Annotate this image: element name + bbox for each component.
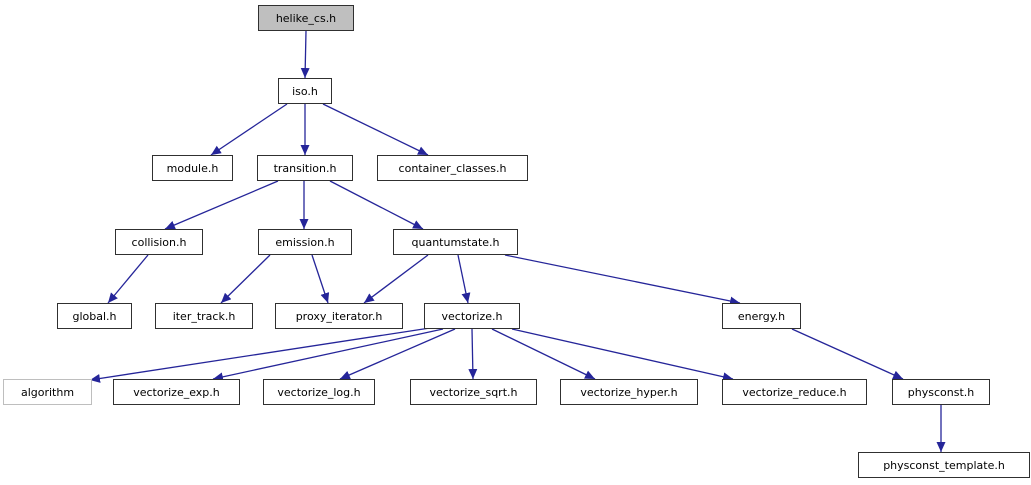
edges	[89, 30, 946, 452]
node-energy[interactable]: energy.h	[722, 303, 801, 329]
edge-quantumstate-vectorize	[457, 254, 471, 304]
edge-energy-physconst	[791, 328, 904, 380]
edge-vectorize-vectorize_log	[339, 328, 456, 380]
edge-transition-quantumstate	[329, 180, 424, 230]
edge-collision-global	[107, 254, 149, 304]
node-collision[interactable]: collision.h	[115, 229, 203, 255]
node-global[interactable]: global.h	[57, 303, 132, 329]
edge-transition-collision	[164, 180, 279, 230]
node-physconst[interactable]: physconst.h	[892, 379, 990, 405]
node-iter_track[interactable]: iter_track.h	[155, 303, 253, 329]
node-helike_cs[interactable]: helike_cs.h	[258, 5, 354, 31]
node-proxy_iterator[interactable]: proxy_iterator.h	[275, 303, 403, 329]
edge-vectorize-vectorize_hyper	[491, 328, 596, 380]
node-vectorize_exp[interactable]: vectorize_exp.h	[113, 379, 240, 405]
edge-emission-proxy_iterator	[311, 254, 330, 304]
node-module[interactable]: module.h	[152, 155, 233, 181]
node-vectorize_reduce[interactable]: vectorize_reduce.h	[722, 379, 867, 405]
node-vectorize[interactable]: vectorize.h	[424, 303, 520, 329]
edge-vectorize-vectorize_reduce	[511, 328, 734, 382]
node-algorithm: algorithm	[3, 379, 92, 405]
edge-helike_cs-iso	[300, 30, 310, 79]
edge-vectorize-vectorize_exp	[212, 328, 444, 382]
node-vectorize_log[interactable]: vectorize_log.h	[263, 379, 375, 405]
edge-vectorize-algorithm	[89, 327, 431, 383]
node-physconst_template[interactable]: physconst_template.h	[858, 452, 1030, 478]
node-quantumstate[interactable]: quantumstate.h	[393, 229, 518, 255]
edge-vectorize-vectorize_sqrt	[468, 328, 478, 380]
edge-quantumstate-proxy_iterator	[363, 254, 429, 304]
node-emission[interactable]: emission.h	[258, 229, 352, 255]
edge-emission-iter_track	[220, 254, 271, 304]
edge-iso-module	[210, 103, 288, 156]
node-iso[interactable]: iso.h	[278, 78, 332, 104]
node-vectorize_sqrt[interactable]: vectorize_sqrt.h	[410, 379, 537, 405]
node-transition[interactable]: transition.h	[257, 155, 353, 181]
edge-quantumstate-energy	[504, 254, 741, 306]
node-vectorize_hyper[interactable]: vectorize_hyper.h	[560, 379, 698, 405]
edge-iso-container_classes	[322, 103, 429, 156]
node-container_classes[interactable]: container_classes.h	[377, 155, 528, 181]
